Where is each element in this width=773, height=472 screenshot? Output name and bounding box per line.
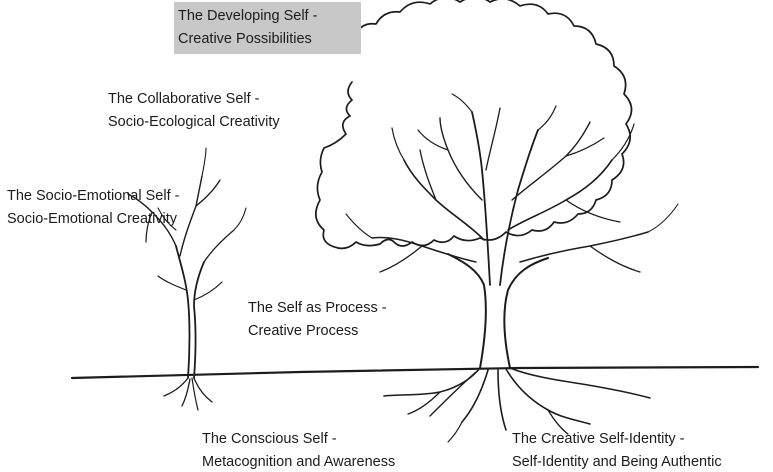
label-developing-title: The Developing Self - xyxy=(178,8,318,24)
label-process-subtitle: Creative Process xyxy=(248,323,359,339)
label-conscious-self: The Conscious Self - Metacognition and A… xyxy=(202,428,395,472)
big-tree-branches xyxy=(471,111,491,286)
label-conscious-subtitle: Metacognition and Awareness xyxy=(202,454,396,470)
small-tree-trunk xyxy=(175,245,191,379)
label-socio-emotional-self: The Socio-Emotional Self - Socio-Emotion… xyxy=(7,185,179,231)
label-identity-title: The Creative Self-Identity - xyxy=(512,431,685,447)
label-conscious-title: The Conscious Self - xyxy=(202,431,337,447)
big-tree-trunk xyxy=(447,253,487,369)
tree-canopy-outline xyxy=(315,0,633,250)
label-developing-subtitle: Creative Possibilities xyxy=(178,31,312,47)
label-creative-self-identity: The Creative Self-Identity - Self-Identi… xyxy=(512,428,722,472)
label-collaborative-subtitle: Socio-Ecological Creativity xyxy=(108,114,280,130)
ground-line xyxy=(70,365,760,380)
label-socio-emotional-title: The Socio-Emotional Self - xyxy=(7,188,180,204)
label-collaborative-title: The Collaborative Self - xyxy=(108,91,260,107)
label-developing-self: The Developing Self - Creative Possibili… xyxy=(174,2,361,54)
label-socio-emotional-subtitle: Socio-Emotional Creativity xyxy=(7,211,178,227)
label-identity-subtitle: Self-Identity and Being Authentic xyxy=(512,454,722,470)
label-self-as-process: The Self as Process - Creative Process xyxy=(248,297,387,343)
small-tree-roots xyxy=(163,377,189,397)
label-process-title: The Self as Process - xyxy=(248,300,387,316)
label-collaborative-self: The Collaborative Self - Socio-Ecologica… xyxy=(108,88,280,134)
